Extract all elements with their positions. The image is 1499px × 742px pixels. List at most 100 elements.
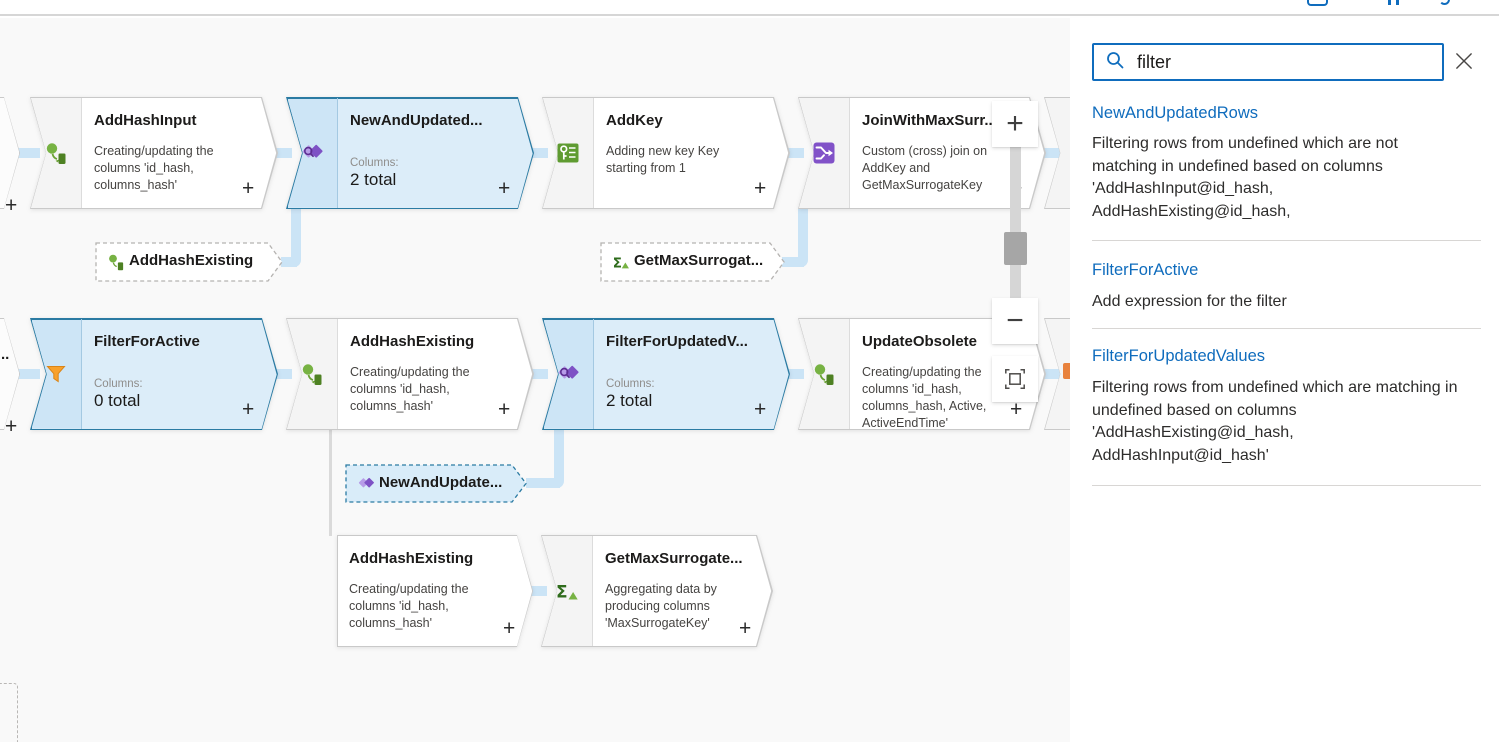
code-icon[interactable]: [1396, 0, 1399, 5]
stream-connector: [266, 369, 292, 379]
svg-text:Σ: Σ: [613, 255, 622, 271]
derived-column-icon: [107, 253, 125, 271]
node-newandupdatedrows[interactable]: NewAndUpdated... Columns: 2 total +: [286, 97, 534, 209]
reference-node-label: NewAndUpdate...: [379, 474, 503, 491]
columns-label: Columns:: [606, 378, 655, 390]
search-result-description: Filtering rows from undefined which are …: [1092, 379, 1458, 464]
node-description: Adding new key Key starting from 1: [606, 144, 720, 175]
node-addhashexisting-2[interactable]: AddHashExisting Creating/updating the co…: [337, 535, 533, 647]
exists-icon: [357, 475, 375, 493]
columns-total: 2 total: [350, 170, 397, 189]
stream-connector: [778, 148, 804, 158]
node-filterforactive[interactable]: FilterForActive Columns: 0 total +: [30, 318, 278, 430]
add-transformation-button[interactable]: +: [5, 415, 18, 438]
zoom-slider-thumb[interactable]: [1004, 232, 1027, 265]
derived-column-icon: [300, 362, 324, 386]
add-transformation-button[interactable]: +: [1010, 398, 1023, 421]
node-filterforupdatedvalues[interactable]: FilterForUpdatedV... Columns: 2 total +: [542, 318, 790, 430]
svg-text:Σ: Σ: [556, 583, 568, 603]
stream-connector: [8, 148, 40, 158]
zoom-out-button[interactable]: −: [992, 298, 1038, 344]
add-transformation-button[interactable]: +: [754, 398, 767, 421]
node-title: AddHashExisting: [349, 550, 474, 567]
dataflow-canvas[interactable]: + .. + AddHashInput Creating/updating th…: [0, 18, 1070, 742]
reference-connector: [554, 430, 564, 488]
stream-connector-inactive: [329, 430, 332, 536]
exists-icon: [300, 141, 324, 165]
node-title: JoinWithMaxSurr...: [862, 112, 997, 129]
add-transformation-button[interactable]: +: [5, 194, 18, 217]
search-result-link[interactable]: FilterForUpdatedValues: [1092, 347, 1266, 365]
search-result-link[interactable]: NewAndUpdatedRows: [1092, 104, 1259, 122]
zoom-in-button[interactable]: +: [992, 101, 1038, 147]
add-transformation-button[interactable]: +: [503, 617, 516, 640]
node-title: NewAndUpdated...: [350, 112, 483, 129]
partial-node[interactable]: [1044, 97, 1070, 209]
reference-node-label: GetMaxSurrogat...: [634, 252, 764, 269]
close-icon[interactable]: [1453, 50, 1477, 74]
node-addhashexisting[interactable]: AddHashExisting Creating/updating the co…: [286, 318, 534, 430]
reference-connector: [526, 478, 560, 488]
add-transformation-button[interactable]: +: [498, 177, 511, 200]
search-result-link[interactable]: FilterForActive: [1092, 261, 1199, 279]
columns-total: 2 total: [606, 391, 653, 410]
divider: [1092, 240, 1481, 241]
stream-connector: [1034, 148, 1060, 158]
columns-total: 0 total: [94, 391, 141, 410]
node-title: GetMaxSurrogate...: [605, 550, 743, 567]
node-description: Creating/updating the columns 'id_hash, …: [862, 365, 987, 428]
node-title: AddHashInput: [94, 112, 197, 129]
divider: [1092, 328, 1481, 329]
aggregate-icon: Σ: [555, 579, 579, 603]
stream-connector: [1034, 369, 1060, 379]
join-icon: [812, 141, 836, 165]
add-transformation-button[interactable]: +: [498, 398, 511, 421]
partial-node[interactable]: [0, 97, 20, 209]
node-title: FilterForActive: [94, 333, 200, 350]
exists-icon: [556, 362, 580, 386]
node-getmaxsurrogatekey[interactable]: Σ GetMaxSurrogate... Aggregating data by…: [541, 535, 773, 647]
search-result-description: Filtering rows from undefined which are …: [1092, 135, 1398, 220]
reference-node-label: AddHashExisting: [129, 252, 254, 269]
add-transformation-button[interactable]: +: [754, 177, 767, 200]
reference-connector: [281, 257, 297, 267]
zoom-slider-track[interactable]: [1010, 147, 1021, 299]
add-transformation-button[interactable]: +: [242, 398, 255, 421]
surrogate-key-icon: [556, 141, 580, 165]
partial-node-label: ..: [1, 346, 10, 363]
derived-column-icon: [44, 141, 68, 165]
add-transformation-button[interactable]: +: [739, 617, 752, 640]
node-description: Creating/updating the columns 'id_hash, …: [349, 582, 469, 630]
node-title: AddHashExisting: [350, 333, 475, 350]
search-result-description: Add expression for the filter: [1092, 293, 1287, 310]
filter-icon: [44, 362, 68, 386]
feedback-icon[interactable]: [1307, 0, 1328, 6]
partial-node[interactable]: [0, 318, 20, 430]
search-input[interactable]: filter: [1092, 43, 1444, 81]
fit-to-screen-button[interactable]: [992, 356, 1038, 402]
sink-icon: [1063, 363, 1070, 379]
reference-node-getmaxsurrogate[interactable]: Σ GetMaxSurrogat...: [600, 242, 785, 282]
node-addhashinput[interactable]: AddHashInput Creating/updating the colum…: [30, 97, 278, 209]
node-title: UpdateObsolete: [862, 333, 978, 350]
derived-column-icon: [812, 362, 836, 386]
node-title: FilterForUpdatedV...: [606, 333, 748, 350]
columns-label: Columns:: [350, 157, 399, 169]
top-toolbar: [0, 0, 1499, 16]
code-icon[interactable]: [1388, 0, 1391, 5]
search-icon: [1105, 50, 1125, 75]
node-addkey[interactable]: AddKey Adding new key Key starting from …: [542, 97, 790, 209]
help-icon[interactable]: [1439, 0, 1450, 5]
search-query: filter: [1137, 51, 1172, 72]
aggregate-icon: Σ: [612, 253, 630, 271]
add-transformation-button[interactable]: +: [242, 177, 255, 200]
stream-connector: [522, 148, 548, 158]
node-description: Custom (cross) join on AddKey and GetMax…: [862, 144, 988, 192]
node-title: AddKey: [606, 112, 663, 129]
reference-node-newandupdatedrows[interactable]: NewAndUpdate...: [345, 464, 527, 503]
node-description: Aggregating data by producing columns 'M…: [605, 582, 717, 630]
stream-connector: [522, 369, 548, 379]
reference-node-addhashexisting[interactable]: AddHashExisting: [95, 242, 283, 282]
divider: [1092, 485, 1481, 486]
reference-connector: [291, 209, 301, 267]
